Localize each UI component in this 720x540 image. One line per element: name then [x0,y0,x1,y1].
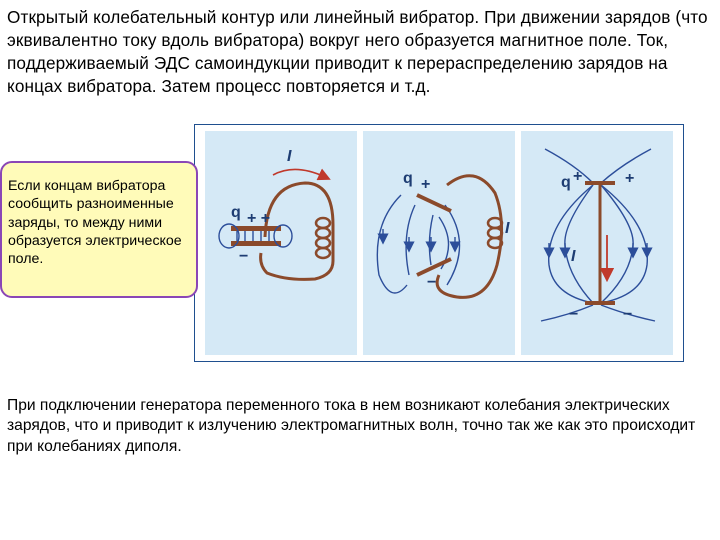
panel-closed-circuit: I q + + − [205,131,357,355]
intro-paragraph: Открытый колебательный контур или линейн… [7,7,708,96]
panel2-current-label: I [505,220,510,237]
panel3-minus-label-right: − [623,306,632,323]
panel2-minus-label: − [427,274,436,291]
panel1-current-label: I [287,148,292,165]
panel3-charge-label: q [561,174,571,191]
oscillator-figure: I q + + − [194,124,684,362]
inductor-coil-icon [486,216,504,250]
panel1-minus-label: − [239,248,248,265]
inductor-coil-icon [314,216,332,260]
capacitor-icon [218,223,293,249]
panel3-minus-label-left: − [569,306,578,323]
callout-box: Если концам вибратора сообщить разноимен… [0,161,198,298]
panel3-current-label: I [571,248,576,265]
panel2-plus-label: + [421,176,430,193]
oscillator-diagram: I q + + − [205,131,673,355]
panel3-plus-label-right: + [625,170,634,187]
bottom-paragraph: При подключении генератора переменного т… [7,397,696,455]
panel3-plus-label-left: + [573,168,582,185]
panel2-charge-label: q [403,170,413,187]
panel1-charge-label: q [231,204,241,221]
panel1-plus-label: + + [247,210,270,227]
panel-opening-circuit: q + − I [363,131,515,355]
panel-linear-vibrator: q + + I − − [521,131,673,355]
callout-text: Если концам вибратора сообщить разноимен… [8,178,182,268]
field-arrows [543,243,653,259]
current-arrow-icon [272,168,331,181]
circuit-wire [259,181,335,281]
field-arrows [377,229,461,253]
